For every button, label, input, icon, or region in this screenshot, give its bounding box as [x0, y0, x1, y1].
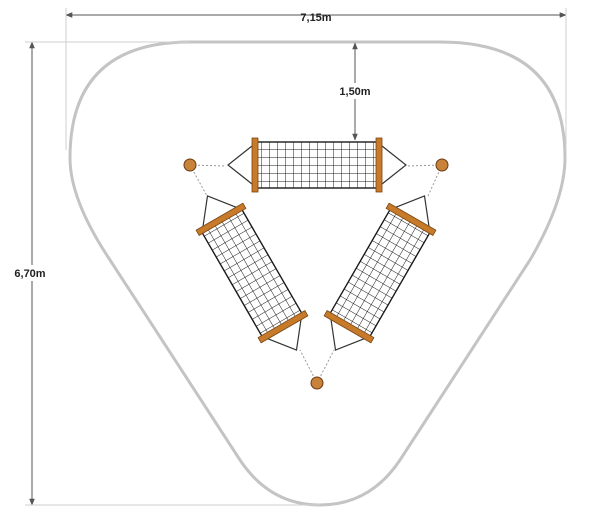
hammocks	[195, 137, 437, 351]
hammock-2-net	[200, 206, 304, 340]
hammock-3-beam-right	[385, 202, 437, 236]
post-1	[183, 158, 197, 172]
hammock-1-rope-triangle-right	[381, 145, 407, 185]
clearance-dimension-label: 1,50m	[339, 86, 370, 98]
width-dimension: 7,15m	[65, 8, 567, 150]
hammock-3-rope-triangle-left	[330, 319, 365, 351]
hammock-3	[323, 195, 437, 351]
height-dimension: 6,70m	[8, 41, 320, 506]
safety-zone-outline	[68, 40, 567, 507]
hammock-1-net	[254, 141, 380, 189]
hammock-3-net	[328, 206, 432, 340]
hammock-1-beam-left	[251, 137, 259, 193]
clearance-label-backdrop	[332, 83, 378, 99]
hammock-2-rope-triangle-left	[202, 195, 237, 227]
height-dimension-label: 6,70m	[14, 268, 45, 280]
height-label-backdrop	[8, 265, 54, 281]
posts	[183, 158, 449, 390]
hammock-1-beam-right	[375, 137, 383, 193]
hammock-2-beam-right	[257, 310, 309, 344]
hammock-3-rope-triangle-right	[395, 195, 430, 227]
clearance-dimension: 1,50m	[332, 42, 378, 141]
hammock-1	[227, 137, 407, 193]
post-3	[310, 376, 324, 390]
hammock-1-rope-triangle-left	[227, 145, 253, 185]
hammock-2	[195, 195, 309, 351]
width-dimension-label: 7,15m	[300, 12, 331, 24]
hammock-2-beam-left	[195, 202, 247, 236]
post-2	[435, 158, 449, 172]
hammock-2-rope-triangle-right	[267, 319, 302, 351]
hammock-3-beam-left	[323, 310, 375, 344]
